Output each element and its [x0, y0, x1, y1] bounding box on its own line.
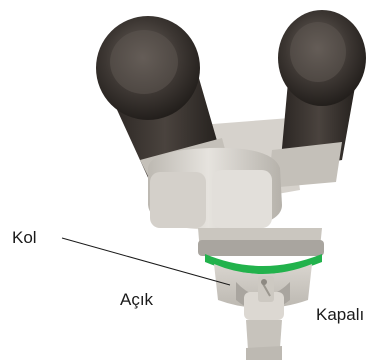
closed-label: Kapalı	[316, 305, 364, 324]
open-label: Açık	[120, 290, 154, 309]
lower-housing	[214, 264, 312, 360]
lever-label: Kol	[12, 228, 37, 247]
right-eyepiece	[268, 10, 366, 188]
